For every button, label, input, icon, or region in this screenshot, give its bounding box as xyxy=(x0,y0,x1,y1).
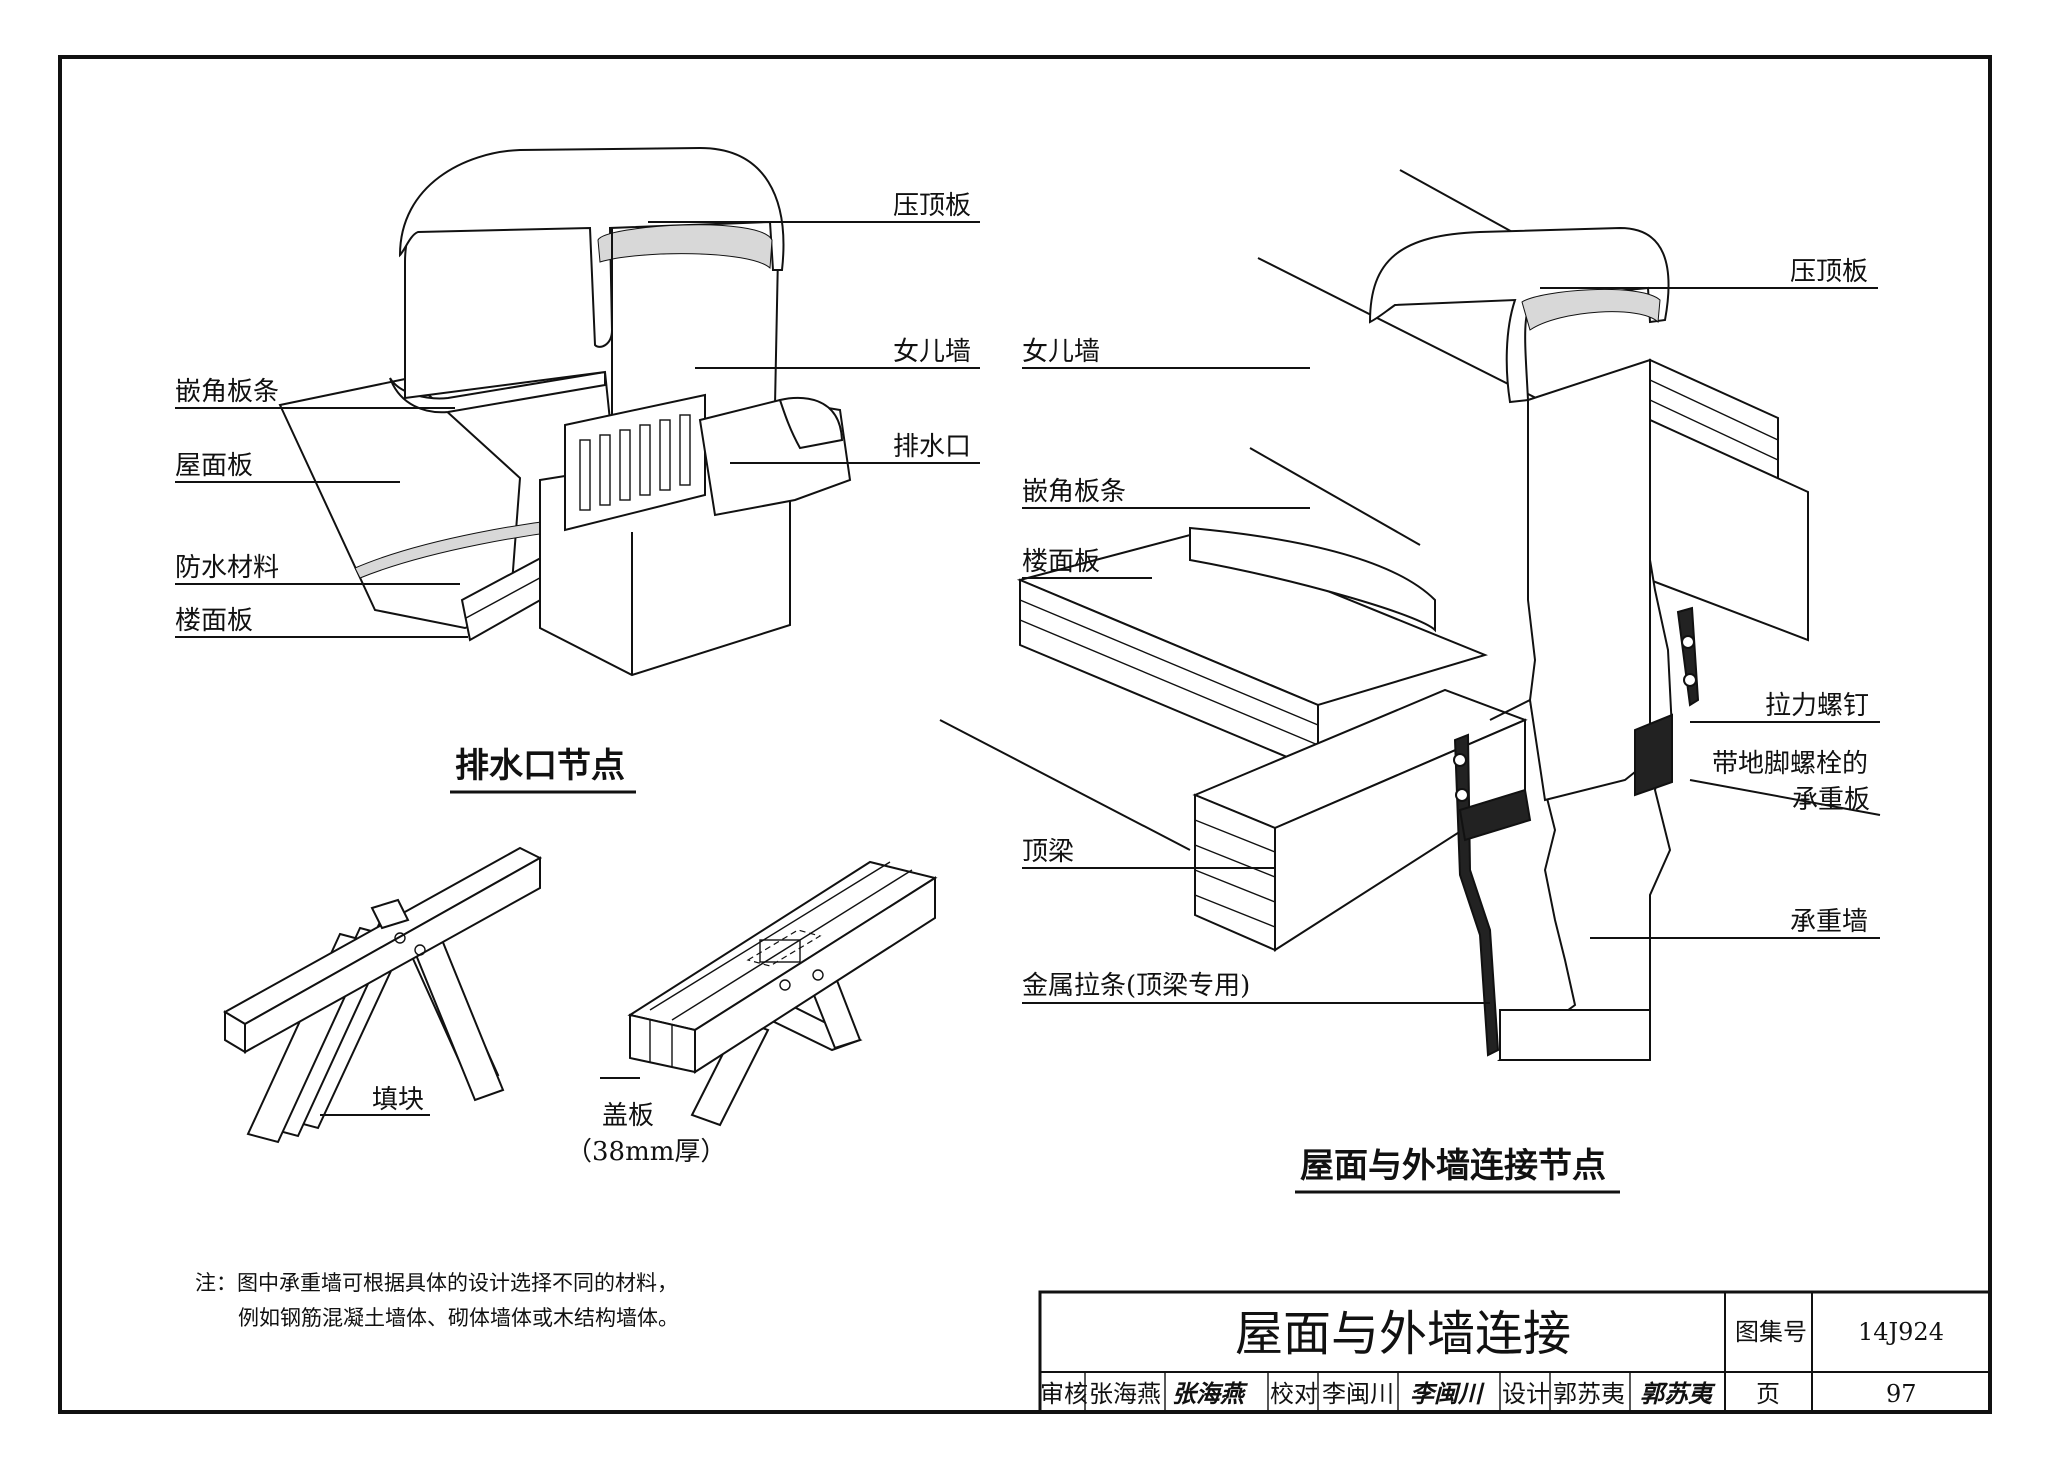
label-waterproofing: 防水材料 xyxy=(175,553,279,583)
caption-drainage-detail: 排水口节点 xyxy=(455,746,625,786)
label-drain-outlet: 排水口 xyxy=(893,432,971,462)
title-block-checker-signature: 李闽川 xyxy=(1410,1379,1485,1408)
caption-roof-wall-detail: 屋面与外墙连接节点 xyxy=(1300,1146,1606,1186)
label-cant-strip-roof-wall: 嵌角板条 xyxy=(1022,477,1126,507)
title-block-atlas-number: 14J924 xyxy=(1858,1318,1944,1346)
label-parapet-drainage: 女儿墙 xyxy=(893,337,971,367)
title-block-checker: 李闽川 xyxy=(1322,1380,1394,1408)
title-block-page-number: 97 xyxy=(1886,1380,1917,1408)
label-cant-strip-drainage: 嵌角板条 xyxy=(175,377,279,407)
title-block-designer-signature: 郭苏夷 xyxy=(1640,1379,1716,1408)
title-block-drawing-title: 屋面与外墙连接 xyxy=(1235,1306,1571,1362)
label-metal-strap: 金属拉条(顶梁专用) xyxy=(1022,971,1250,1001)
title-block-design-label: 设计 xyxy=(1502,1380,1550,1408)
title-block-review-label: 审核 xyxy=(1040,1380,1088,1408)
title-block-reviewer-signature: 张海燕 xyxy=(1172,1379,1248,1408)
label-floor-board-roof-wall: 楼面板 xyxy=(1022,547,1100,577)
title-block-page-label: 页 xyxy=(1756,1380,1780,1408)
label-top-beam: 顶梁 xyxy=(1022,837,1074,867)
filler-block-joint-drawing xyxy=(223,846,543,1144)
label-bearing-plate-line2: 承重板 xyxy=(1792,785,1870,815)
label-cover-plate-note: （38mm厚） xyxy=(566,1137,726,1167)
title-block-reviewer: 张海燕 xyxy=(1089,1380,1161,1408)
note-line-1: 注：图中承重墙可根据具体的设计选择不同的材料， xyxy=(195,1271,678,1295)
title-block xyxy=(1038,1290,1992,1414)
label-bearing-plate-line1: 带地脚螺栓的 xyxy=(1712,749,1868,779)
label-tension-screw: 拉力螺钉 xyxy=(1765,691,1869,721)
title-block-designer: 郭苏夷 xyxy=(1553,1380,1625,1408)
drainage-detail-drawing xyxy=(278,146,852,677)
label-filler-block: 填块 xyxy=(372,1085,424,1115)
label-floor-board-drainage: 楼面板 xyxy=(175,606,253,636)
label-roof-board: 屋面板 xyxy=(175,451,253,481)
label-cover-plate: 盖板 xyxy=(602,1101,654,1131)
label-coping-roof-wall: 压顶板 xyxy=(1790,257,1868,287)
title-block-atlas-label: 图集号 xyxy=(1735,1318,1807,1346)
label-coping-drainage: 压顶板 xyxy=(893,191,971,221)
roof-wall-leaders xyxy=(1022,287,1881,1004)
note-line-2: 例如钢筋混凝土墙体、砌体墙体或木结构墙体。 xyxy=(238,1306,679,1330)
roof-wall-detail-drawing xyxy=(939,169,1809,1061)
label-parapet-roof-wall: 女儿墙 xyxy=(1022,337,1100,367)
title-block-check-label: 校对 xyxy=(1270,1380,1318,1408)
label-bearing-wall: 承重墙 xyxy=(1790,907,1868,937)
cover-plate-joint-drawing xyxy=(600,860,938,1127)
drainage-leaders xyxy=(175,221,980,638)
sheet-border xyxy=(58,55,1992,1414)
